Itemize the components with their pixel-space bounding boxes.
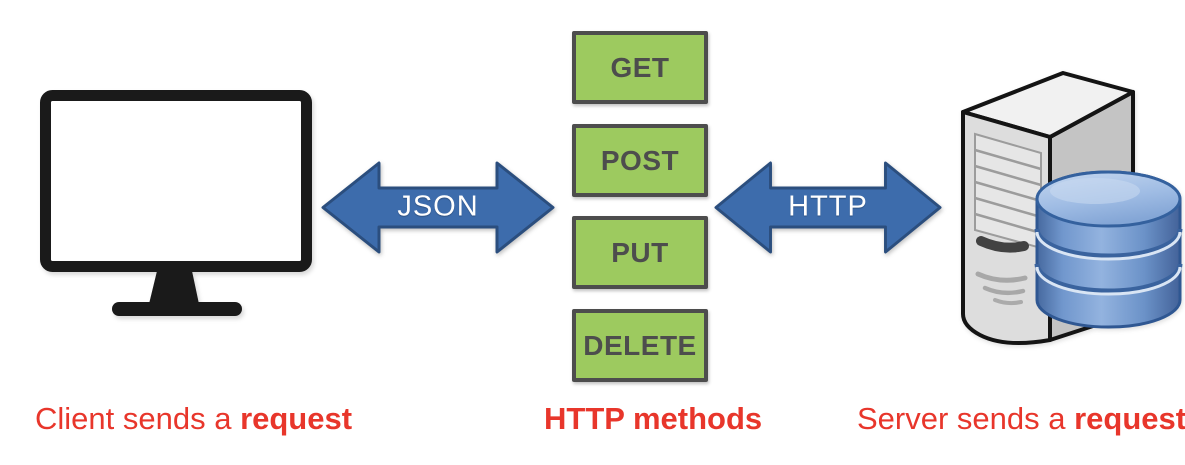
double-arrow-icon: [321, 161, 555, 254]
method-box-delete: DELETE: [572, 309, 708, 382]
monitor-icon: [40, 90, 312, 316]
method-label: GET: [610, 51, 670, 83]
http-arrow-label: HTTP: [788, 190, 868, 223]
caption-http-methods: HTTP methods: [544, 400, 762, 437]
method-box-put: PUT: [572, 216, 708, 289]
caption-client-bold: request: [240, 401, 353, 436]
caption-methods-bold: HTTP methods: [544, 401, 763, 436]
caption-server-text: Server sends a: [857, 401, 1075, 436]
caption-client: Client sends a request: [35, 400, 352, 437]
method-label: PUT: [611, 236, 669, 268]
server-database: [945, 58, 1185, 348]
json-arrow: [321, 160, 555, 255]
database-icon: [1034, 170, 1183, 329]
caption-client-text: Client sends a: [35, 401, 241, 436]
method-label: DELETE: [583, 329, 697, 361]
caption-server-bold: request: [1074, 401, 1185, 436]
http-arrow: [714, 160, 942, 255]
method-box-get: GET: [572, 31, 708, 104]
method-box-post: POST: [572, 124, 708, 197]
double-arrow-icon: [714, 161, 942, 254]
client-monitor: [35, 85, 320, 320]
caption-server: Server sends a request: [857, 400, 1185, 437]
server-tower-icon: [961, 71, 1183, 345]
json-arrow-label: JSON: [397, 190, 479, 223]
method-label: POST: [600, 144, 680, 176]
